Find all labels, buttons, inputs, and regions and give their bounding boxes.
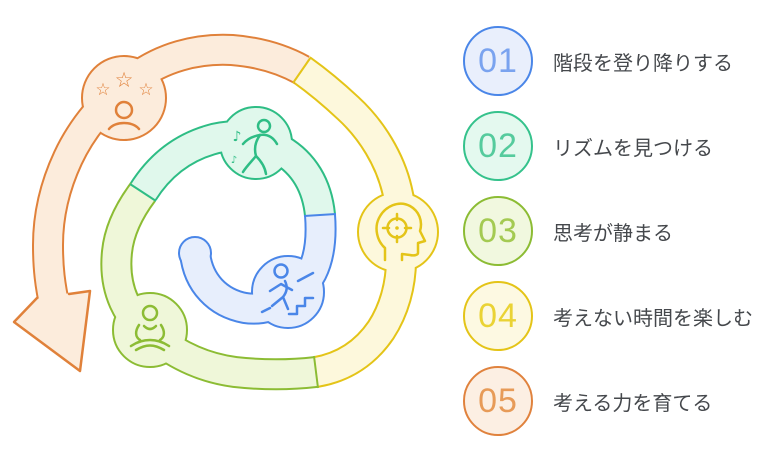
step-label: 階段を登り降りする <box>553 52 733 75</box>
star-icon: ☆ <box>115 68 134 92</box>
list-item: 04 考えない時間を楽しむ <box>463 281 763 351</box>
music-note-icon: ♪ <box>231 155 237 166</box>
stairs-icon <box>260 263 315 316</box>
meditation-icon <box>129 304 171 352</box>
step-number-badge: 04 <box>463 281 533 351</box>
step-number-badge: 01 <box>463 26 533 96</box>
spiral-segment-1-fill <box>195 215 321 309</box>
list-item: 01 階段を登り降りする <box>463 26 763 96</box>
divider-yellow-orange <box>292 56 312 84</box>
arrow-head <box>12 289 92 373</box>
dancer-icon: ♪ ♪ <box>231 118 279 176</box>
divider-blue-green <box>303 213 337 217</box>
star-icon: ☆ <box>95 80 110 100</box>
step-label: 考えない時間を楽しむ <box>553 307 753 330</box>
step-number-badge: 03 <box>463 196 533 266</box>
list-item: 03 思考が静まる <box>463 196 763 266</box>
step-label: リズムを見つける <box>553 137 713 160</box>
spiral-diagram: ♪ ♪ ☆ ☆ ☆ <box>12 0 439 453</box>
list-item: 02 リズムを見つける <box>463 111 763 181</box>
steps-list: 01 階段を登り降りする 02 リズムを見つける 03 思考が静まる 04 考え… <box>463 26 763 451</box>
stars-person-icon: ☆ ☆ ☆ <box>95 68 154 131</box>
step-label: 思考が静まる <box>553 222 673 245</box>
spiral-svg: ♪ ♪ ☆ ☆ ☆ <box>12 0 439 453</box>
divider-yellowgreen-yellow <box>313 355 319 389</box>
step-label: 考える力を育てる <box>553 392 713 415</box>
spiral-segment-2-fill <box>143 136 320 215</box>
step-number-badge: 05 <box>463 366 533 436</box>
focus-head-icon <box>375 202 427 262</box>
music-note-icon: ♪ <box>233 129 242 145</box>
step-number-badge: 02 <box>463 111 533 181</box>
list-item: 05 考える力を育てる <box>463 366 763 436</box>
star-icon: ☆ <box>138 80 153 100</box>
divider-green-yellowgreen <box>129 183 157 202</box>
